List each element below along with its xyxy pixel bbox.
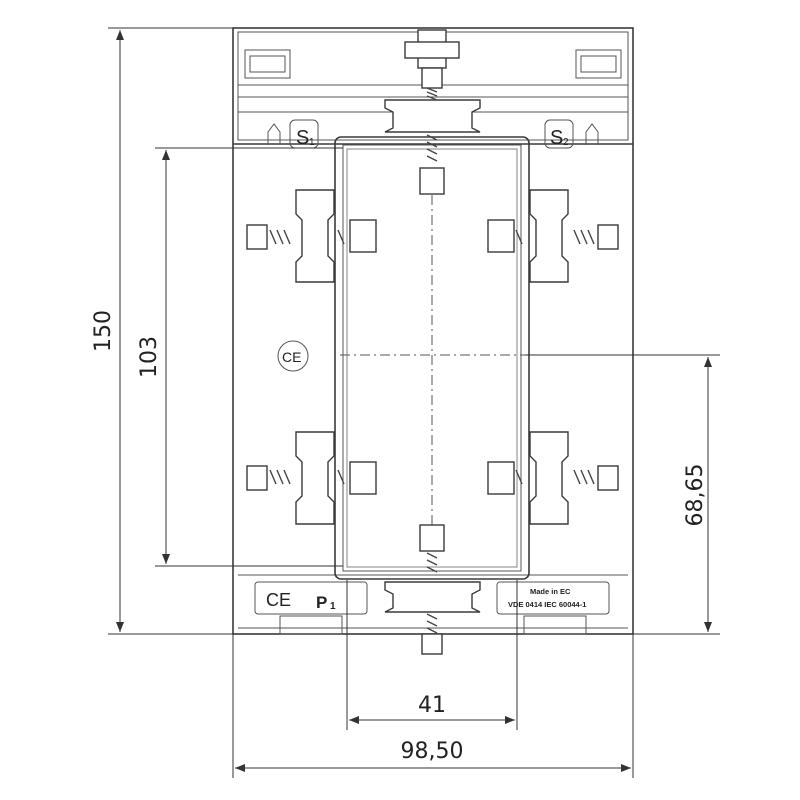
top-mounting-clip-right	[575, 49, 622, 79]
side-clamp-top-left	[246, 189, 377, 283]
svg-text:S: S	[550, 127, 563, 149]
svg-text:S: S	[296, 127, 309, 149]
side-clamp-bottom-left	[246, 431, 377, 525]
bottom-primary-clamp	[384, 581, 481, 655]
svg-text:98,50: 98,50	[401, 739, 464, 764]
label-plate-right: Made in EC VDE 0414 IEC 60044-1	[496, 581, 610, 615]
svg-text:CE: CE	[282, 349, 301, 365]
svg-text:150: 150	[91, 310, 116, 352]
dimension-window-height: 103	[137, 147, 343, 567]
dimension-total-height: 150	[91, 27, 233, 635]
dimension-center-height: 68,65	[525, 354, 720, 635]
primary-window	[334, 136, 530, 580]
dimension-window-width: 41	[346, 580, 518, 730]
bottom-inner-screw	[419, 524, 445, 573]
svg-text:103: 103	[137, 336, 162, 378]
terminal-marking-s2: S 2	[544, 119, 599, 149]
svg-text:VDE 0414 IEC 60044-1: VDE 0414 IEC 60044-1	[508, 600, 586, 609]
side-clamp-bottom-right	[487, 431, 619, 525]
top-primary-clamp	[384, 29, 481, 133]
top-mounting-clip-left	[244, 49, 291, 79]
svg-text:Made in EC: Made in EC	[530, 587, 571, 596]
ce-mark-side: CE	[277, 340, 309, 372]
label-plate-left: CE P 1	[254, 581, 368, 615]
terminal-marking-s1: S 1	[267, 119, 319, 149]
svg-text:1: 1	[309, 137, 315, 148]
svg-text:1: 1	[330, 601, 336, 612]
svg-text:CE: CE	[266, 590, 291, 610]
dimension-total-width: 98,50	[232, 634, 634, 778]
svg-text:P: P	[316, 593, 327, 612]
svg-text:41: 41	[418, 693, 446, 718]
side-clamp-top-right	[487, 189, 619, 283]
svg-text:68,65: 68,65	[683, 464, 708, 527]
svg-text:2: 2	[563, 137, 569, 148]
top-inner-screw	[419, 134, 445, 195]
